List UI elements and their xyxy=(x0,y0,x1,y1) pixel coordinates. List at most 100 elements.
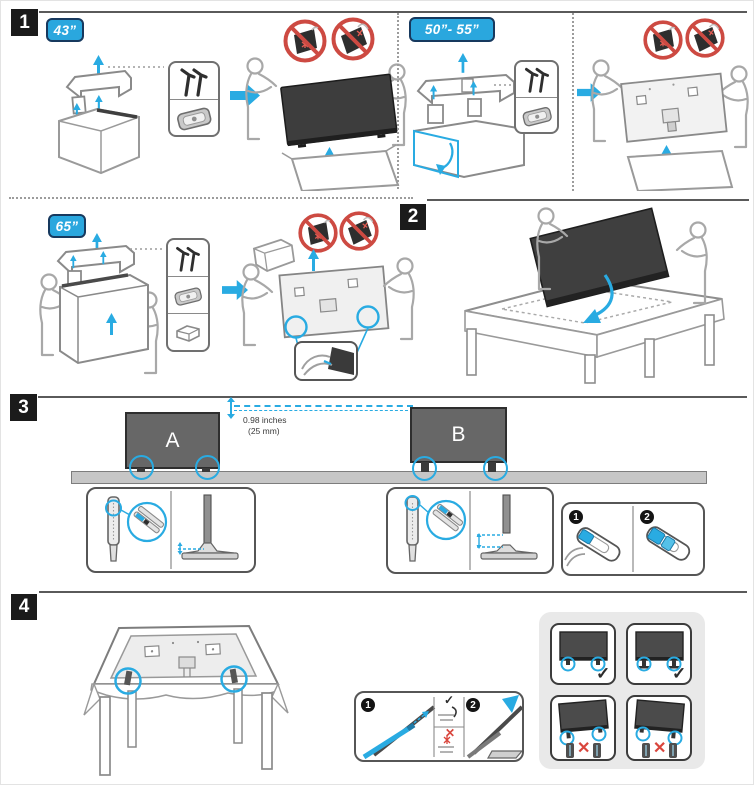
divider-row1-row2 xyxy=(9,197,413,199)
folding-front-flap xyxy=(413,129,459,179)
wrong-orientation-cell-2: ✕ xyxy=(626,695,692,761)
divider-5055-lift xyxy=(572,13,574,191)
stand-position-circle-b xyxy=(483,456,508,481)
hook-detail-correct xyxy=(438,714,454,721)
tv-level-art xyxy=(559,631,608,672)
tablecloth-side xyxy=(596,297,725,359)
size-label-50-55-text: 50”- 55” xyxy=(424,22,480,37)
wrong-orientation-cell-1: ✕ xyxy=(550,695,616,761)
grip-point-circle xyxy=(356,305,380,329)
table-leg xyxy=(261,692,273,770)
stand-legs-slot xyxy=(168,240,208,276)
stand-legs-slot xyxy=(516,62,557,97)
stand-slot xyxy=(124,670,133,686)
tv-edge-side xyxy=(502,494,511,534)
hook-detail-wrong xyxy=(438,746,454,753)
unboxing-diagram-65 xyxy=(39,231,164,375)
measurement-inches: 0.98 inches xyxy=(243,415,287,425)
stand-position-a-detail xyxy=(105,491,239,569)
divider-43-5055 xyxy=(397,13,399,189)
step-3-number: 3 xyxy=(10,394,37,421)
tv-front xyxy=(280,73,398,148)
stand-orientation-grid: ✓ ✓ xyxy=(539,612,705,769)
size-label-65: 65” xyxy=(48,214,86,238)
foam-packing-top xyxy=(56,244,135,277)
stand-leg-highlight xyxy=(362,726,410,760)
tv-edge-in-box xyxy=(61,273,129,288)
stand-base xyxy=(480,552,538,560)
step-4-number: 4 xyxy=(11,594,37,620)
latch-highlight xyxy=(438,505,449,514)
step-2-number: 2 xyxy=(400,204,426,230)
shelf xyxy=(71,471,707,484)
badge-step-2: 2 xyxy=(466,698,480,712)
size-label-50-55: 50”- 55” xyxy=(409,17,495,42)
stand-position-circle-a xyxy=(195,455,220,480)
slot-position-circle xyxy=(404,495,421,511)
foot-circle xyxy=(560,656,576,672)
stand-slot-circle xyxy=(220,665,248,693)
tv-level-art xyxy=(635,631,684,672)
stand-legs-slot xyxy=(170,63,218,99)
correct-mark: ✓ xyxy=(672,664,687,683)
accessory-box-slot xyxy=(168,313,208,350)
open-carton-box xyxy=(58,107,140,175)
lift-tv-from-box-illustration-43 xyxy=(245,57,407,191)
step-1-label: 1 xyxy=(19,11,30,33)
size-label-43-text: 43” xyxy=(53,22,77,38)
tv-carton-box xyxy=(59,273,149,365)
tv-tilted-art xyxy=(634,699,685,758)
size-label-43: 43” xyxy=(46,18,84,42)
unboxing-diagram-50-55 xyxy=(413,51,534,179)
measure-line-upper xyxy=(234,405,413,407)
table-leg xyxy=(466,328,477,376)
tv-edge-side xyxy=(203,494,212,544)
hand-grip-detail-box xyxy=(294,341,358,381)
table-leg xyxy=(233,688,243,744)
step-3-label: 3 xyxy=(18,396,29,418)
foam-block xyxy=(71,95,87,115)
leg-insertion-art xyxy=(362,695,522,760)
grip-highlight xyxy=(323,359,332,366)
step-1-rule xyxy=(39,11,747,13)
correct-orientation-cell-2: ✓ xyxy=(626,623,692,685)
accessories-box-65 xyxy=(166,238,210,352)
remote-icon xyxy=(521,105,553,127)
stand-legs-icon xyxy=(180,68,208,97)
foot-circle xyxy=(590,656,606,672)
unboxing-diagram-43 xyxy=(58,53,164,175)
tablecloth-corner xyxy=(271,682,289,714)
tv-tilted-art xyxy=(558,699,609,758)
table-leg xyxy=(644,338,655,378)
hand-grip-illustration xyxy=(301,347,354,376)
stand-insert-steps-box: 1 2 xyxy=(561,502,705,576)
stand-position-b-detail xyxy=(404,491,538,570)
stand-position-circle-a xyxy=(129,455,154,480)
stand-position-b-detail-box xyxy=(386,487,554,574)
badge-step-1: 1 xyxy=(569,510,583,524)
remote-slot xyxy=(516,96,557,133)
guide-inserted xyxy=(647,527,666,545)
accessories-box-50-55 xyxy=(514,60,559,134)
hand-outline xyxy=(301,354,333,376)
step-3-rule xyxy=(38,396,747,398)
stand-neck xyxy=(185,542,235,554)
step-4-label: 4 xyxy=(18,596,30,617)
step-2-rule xyxy=(427,199,749,201)
table-leg xyxy=(704,314,715,366)
table-leg xyxy=(584,354,596,384)
accessories-box-43 xyxy=(168,61,220,137)
correct-orientation-cell-1: ✓ xyxy=(550,623,616,685)
tv-face-down-on-table-illustration xyxy=(83,624,289,776)
table-leg xyxy=(99,696,111,776)
insert-direction-arrow xyxy=(413,714,425,724)
foam-packing-top xyxy=(65,69,132,101)
badge-step-1: 1 xyxy=(361,698,375,712)
small-box-icon xyxy=(176,325,200,342)
person-left xyxy=(241,263,274,347)
foam-block xyxy=(427,104,444,124)
stand-slot xyxy=(229,668,238,684)
tv-a-label: A xyxy=(165,428,180,452)
step-2-label: 2 xyxy=(407,206,419,227)
